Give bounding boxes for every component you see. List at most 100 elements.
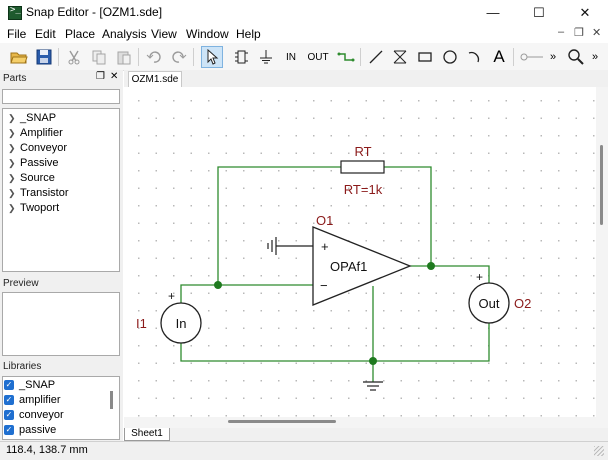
wire-feedback-left [217,166,341,285]
resize-grip[interactable] [594,446,604,456]
menu-edit[interactable]: Edit [35,27,56,41]
status-coordinates: 118.4, 138.7 mm [6,444,88,456]
menu-window[interactable]: Window [186,27,229,41]
output-port-name: O2 [514,296,531,311]
text-icon[interactable]: A [493,47,505,66]
minimize-button[interactable]: — [486,5,500,20]
output-port-label: Out [479,296,500,311]
wire-ground-return [180,322,490,362]
redo-icon[interactable] [168,46,190,68]
parts-panel-close-icon[interactable]: ✕ [110,71,119,82]
tree-item-passive[interactable]: ❯Passive [8,157,59,169]
arc-icon[interactable] [463,46,485,68]
undo-icon[interactable] [143,46,165,68]
menu-file[interactable]: File [7,27,27,41]
menu-bar [0,25,608,43]
parts-tree [2,108,120,272]
menu-help[interactable]: Help [236,27,261,41]
toolbar-separator [193,48,194,66]
maximize-button[interactable]: ☐ [533,4,545,20]
mdi-close-button[interactable]: ✕ [592,27,602,39]
pin-icon[interactable] [518,46,546,68]
zoom-icon[interactable] [565,46,587,68]
vertical-scrollbar[interactable] [596,87,608,417]
editor-tab-strip [124,70,608,88]
menu-analysis[interactable]: Analysis [102,27,147,41]
mdi-minimize-button[interactable]: – [558,26,565,38]
tree-item-twoport[interactable]: ❯Twoport [8,202,60,214]
checkbox[interactable]: ✓ [4,410,14,420]
library-item-conveyor[interactable]: ✓conveyor [4,409,64,421]
app-icon: >_ [8,5,22,20]
sheet-tab-strip [124,428,608,441]
menu-place[interactable]: Place [65,27,96,41]
output-plus-sign: + [476,270,483,284]
cross-icon[interactable] [389,46,411,68]
parts-search-input[interactable] [2,89,120,104]
close-button[interactable]: ✕ [579,4,591,20]
opamp-label: OPAf1 [330,259,367,274]
output-port-tool[interactable]: OUT [307,51,329,63]
ground-icon [363,381,383,391]
resistor-name: RT [354,144,371,159]
horizontal-scroll-thumb[interactable] [228,420,336,423]
junction-node [214,281,222,289]
wire-inverting-input [180,284,313,322]
mdi-restore-button[interactable]: ❐ [574,27,584,39]
tree-item-snap[interactable]: ❯_SNAP [8,112,57,124]
vertical-scroll-thumb[interactable] [600,145,603,225]
input-source-name: I1 [136,316,147,331]
editor-tab[interactable]: OZM1.sde [128,71,182,87]
checkbox[interactable]: ✓ [4,395,14,405]
menu-view[interactable]: View [151,27,177,41]
wire-icon[interactable] [335,46,357,68]
output-port-o2[interactable] [468,282,510,324]
cut-icon[interactable] [63,46,85,68]
toolbar-separator [58,48,59,66]
sheet-tab[interactable]: Sheet1 [124,428,170,441]
toolbar-separator [513,48,514,66]
libraries-list [2,376,120,440]
opamp-ground-stub [267,237,313,255]
tree-item-transistor[interactable]: ❯Transistor [8,187,69,199]
library-item-passive[interactable]: ✓passive [4,424,57,436]
status-bar [0,441,608,460]
libraries-scrollbar[interactable] [110,391,113,409]
checkbox[interactable]: ✓ [4,380,14,390]
library-item-amplifier[interactable]: ✓amplifier [4,394,61,406]
library-item-snap[interactable]: ✓_SNAP [4,379,56,391]
preview-panel-title: Preview [0,276,122,292]
circle-icon[interactable] [439,46,461,68]
checkbox[interactable]: ✓ [4,425,14,435]
open-folder-icon[interactable] [8,46,30,68]
preview-area [2,292,120,356]
tree-item-conveyor[interactable]: ❯Conveyor [8,142,68,154]
tree-item-source[interactable]: ❯Source [8,172,55,184]
save-icon[interactable] [33,46,55,68]
opamp-plus-sign: + [321,239,329,254]
component-icon[interactable] [230,46,252,68]
rectangle-icon[interactable] [414,46,436,68]
input-plus-sign: + [168,289,175,303]
resistor-rt[interactable] [340,160,385,174]
line-icon[interactable] [365,46,387,68]
tree-item-amplifier[interactable]: ❯Amplifier [8,127,63,139]
pointer-icon[interactable] [201,46,223,68]
junction-node [427,262,435,270]
opamp-name: O1 [316,213,333,228]
schematic-canvas[interactable] [124,87,596,417]
toolbar-separator [138,48,139,66]
toolbar-overflow-button[interactable]: » [549,51,557,63]
paste-icon[interactable] [113,46,135,68]
window-title: Snap Editor - [OZM1.sde] [26,5,163,19]
horizontal-scrollbar[interactable] [124,417,608,428]
toolbar-overflow-button-2[interactable]: » [591,51,599,63]
resistor-value: RT=1k [344,182,383,197]
opamp-minus-sign: − [320,278,328,293]
input-port-tool[interactable]: IN [286,51,296,63]
copy-icon[interactable] [88,46,110,68]
ground-icon[interactable] [255,46,277,68]
input-source-i1[interactable] [160,302,202,344]
opamp-o1[interactable] [312,226,412,306]
parts-panel-float-icon[interactable]: ❐ [96,71,105,82]
